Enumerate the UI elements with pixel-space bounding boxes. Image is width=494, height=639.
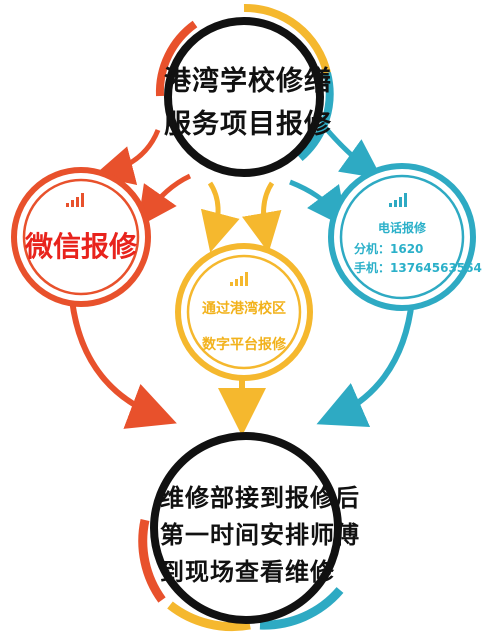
bottom-node-line-2: 第一时间安排师傅 [160, 521, 360, 549]
node-middle [175, 243, 313, 381]
arrow-top-to-left [93, 129, 192, 228]
phone-mobile: 手机：13764563564 [354, 261, 482, 275]
phone-report-title: 电话报修 [377, 221, 426, 235]
top-node-line-2: 服务项目报修 [164, 109, 332, 140]
signal-bars-icon [389, 193, 407, 207]
bottom-node-line-1: 维修部接到报修后 [160, 484, 360, 512]
arrow-right-to-bottom [316, 299, 415, 427]
arrow-left-to-bottom [69, 299, 177, 429]
top-node-line-1: 港湾学校修缮 [164, 66, 332, 97]
node-left [11, 167, 151, 307]
signal-bars-icon [66, 193, 84, 207]
wechat-report-label: 微信报修 [24, 230, 137, 263]
node-top [155, 3, 334, 177]
middle-node-line-2: 数字平台报修 [202, 337, 286, 353]
node-right [328, 163, 476, 311]
arrow-top-to-middle [200, 181, 282, 253]
middle-node-line-1: 通过港湾校区 [202, 301, 286, 317]
phone-extension: 分机：1620 [354, 242, 424, 256]
signal-bars-icon [230, 272, 248, 286]
node-bottom [138, 432, 344, 632]
bottom-node-line-3: 到现场查看维修 [160, 558, 335, 586]
